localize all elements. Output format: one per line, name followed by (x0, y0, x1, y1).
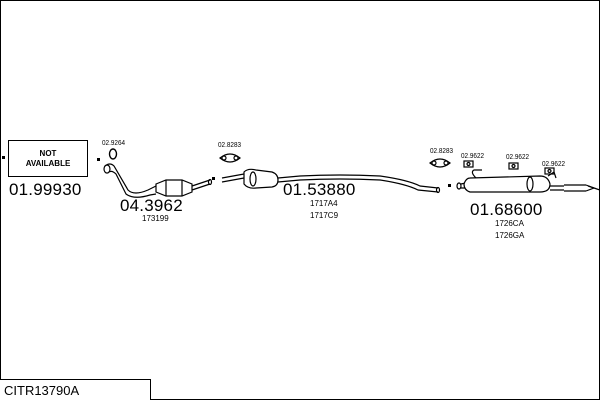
rubber-mount-icon (544, 167, 555, 175)
part-sub-number: 1717A4 (310, 199, 338, 208)
middle-silencer-pipe (221, 168, 441, 194)
not-available-line2: AVAILABLE (25, 158, 71, 168)
diagram-code: CITR13790A (4, 383, 80, 398)
fitting-label: 02.9622 (542, 159, 566, 168)
not-available-line1: NOT (39, 148, 57, 158)
part-sub-number: 173199 (142, 214, 169, 223)
rear-silencer-pipe (456, 169, 600, 193)
connector-marker (2, 156, 5, 159)
diagram-code-box: CITR13790A (0, 379, 151, 400)
clamp-icon (429, 158, 451, 168)
fitting-label: 02.8283 (218, 140, 242, 149)
part-number: 01.68600 (470, 200, 543, 219)
part-sub-number: 1726CA (495, 219, 524, 228)
part-sub-number: 1717C9 (310, 211, 339, 220)
fitting-label: 02.9264 (102, 138, 126, 147)
connector-marker (448, 184, 451, 187)
part-number: 04.3962 (120, 196, 183, 215)
gasket-ring-icon (108, 148, 118, 160)
rubber-mount-icon (463, 160, 474, 168)
connector-marker (97, 158, 100, 161)
rubber-mount-icon (508, 162, 519, 170)
fitting-label: 02.9622 (506, 152, 530, 161)
catalytic-converter-pipe (103, 163, 213, 198)
part-number: 01.53880 (283, 180, 356, 199)
fitting-label: 02.9622 (461, 151, 485, 160)
clamp-icon (219, 153, 241, 163)
part-sub-number: 1726GA (495, 231, 525, 240)
not-available-box: NOT AVAILABLE (8, 140, 88, 177)
connector-marker (212, 177, 215, 180)
part-number: 01.99930 (9, 180, 82, 199)
fitting-label: 02.8283 (430, 146, 454, 155)
